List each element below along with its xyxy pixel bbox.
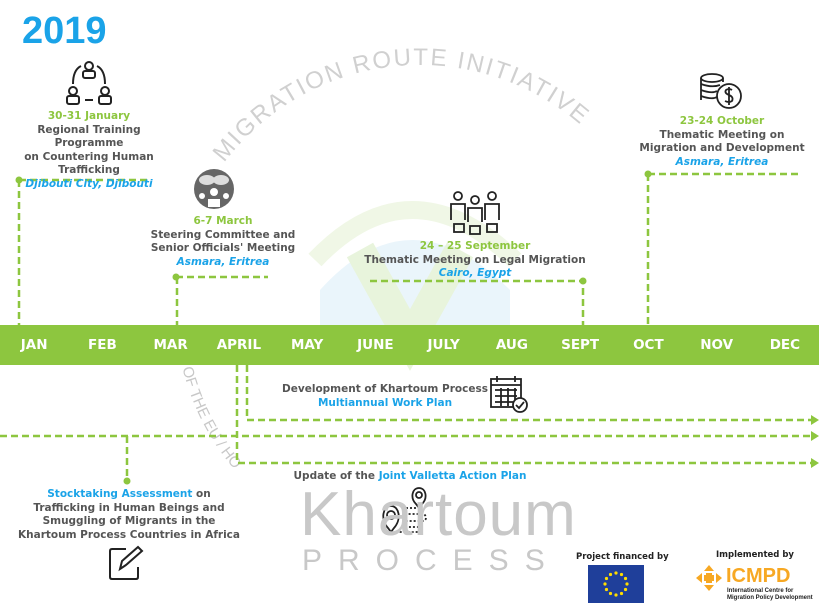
event-september: 24 – 25 September Thematic Meeting on Le…	[360, 240, 590, 281]
month-feb: FEB	[88, 337, 117, 353]
event-date: 23-24 October	[679, 115, 765, 127]
eu-star	[604, 576, 609, 581]
calendar-check-icon	[490, 376, 528, 413]
people-rotation-icon	[66, 61, 112, 105]
event-january: 30-31 January Regional Training Programm…	[2, 110, 176, 191]
month-jun: JUNE	[357, 337, 394, 353]
icmpd-arrows-logo	[696, 565, 722, 591]
route-pins-icon	[382, 487, 427, 534]
event-location: Cairo, Egypt	[438, 267, 512, 279]
icmpd-name: ICMPD	[726, 565, 791, 587]
meeting-discussion-icon	[194, 169, 234, 209]
stocktaking-line: Khartoum Process Countries in Africa	[18, 528, 240, 541]
event-title: Thematic Meeting on	[659, 128, 785, 141]
event-title: on Countering Human	[24, 150, 154, 163]
financed-label: Project financed by	[576, 552, 669, 562]
stocktaking-line: Trafficking in Human Beings and	[33, 501, 225, 514]
month-sep: SEPT	[561, 337, 600, 353]
event-march: 6-7 March Steering Committee and Senior …	[148, 215, 298, 269]
workplan-line1: Development of Khartoum Process	[282, 383, 488, 395]
implemented-label: Implemented by	[716, 550, 794, 560]
eu-star	[608, 572, 613, 577]
event-date: 24 – 25 September	[419, 240, 531, 252]
business-people-icon	[450, 191, 500, 235]
eu-star	[619, 572, 624, 577]
coins-dollar-icon	[700, 73, 742, 109]
stocktaking-on: on	[192, 488, 211, 500]
year-title: 2019	[22, 10, 107, 52]
eu-star	[623, 587, 628, 592]
edit-pencil-icon	[109, 545, 144, 580]
eu-star	[623, 576, 628, 581]
event-location: Asmara, Eritrea	[675, 155, 769, 168]
event-title: Trafficking	[58, 164, 120, 176]
eu-star	[619, 591, 624, 596]
month-aug: AUG	[495, 337, 528, 353]
month-may: MAY	[290, 337, 324, 353]
event-title: Steering Committee and	[150, 228, 296, 241]
eu-star	[614, 571, 618, 575]
eu-flag-logo	[588, 565, 644, 603]
stocktaking-line: Smuggling of Migrants in the	[42, 515, 216, 527]
event-date: 30-31 January	[47, 110, 131, 122]
eu-star	[604, 587, 609, 592]
khartoum-logo-word: Khartoum	[300, 480, 577, 549]
month-apr: APRIL	[216, 337, 262, 353]
khartoum-logo-sub: PROCESS	[302, 544, 561, 577]
event-location: Asmara, Eritrea	[176, 255, 270, 268]
event-title: Senior Officials' Meeting	[150, 242, 296, 254]
event-title: Regional Training Programme	[37, 123, 141, 150]
eu-star	[608, 591, 613, 596]
event-title: Migration and Development	[639, 142, 805, 154]
month-nov: NOV	[700, 337, 734, 353]
event-date: 6-7 March	[193, 215, 253, 227]
month-dec: DEC	[769, 337, 801, 353]
eu-star	[614, 593, 618, 597]
eu-star	[603, 582, 607, 586]
valletta-prefix: Update of the	[293, 470, 379, 482]
event-location: Djibouti City, Djibouti	[25, 177, 153, 190]
event-october: 23-24 October Thematic Meeting on Migrat…	[636, 115, 808, 169]
event-valletta: Update of the Joint Valletta Action Plan	[290, 470, 530, 484]
month-oct: OCT	[633, 337, 664, 353]
event-stocktaking: Stocktaking Assessment on Trafficking in…	[14, 488, 244, 542]
valletta-highlight: Joint Valletta Action Plan	[378, 470, 527, 482]
workplan-line2: Multiannual Work Plan	[317, 396, 453, 409]
month-timeline-bar: JAN FEB MAR APRIL MAY JUNE JULY AUG SEPT…	[0, 325, 819, 365]
event-workplan: Development of Khartoum Process Multiann…	[282, 383, 488, 410]
month-mar: MAR	[153, 337, 188, 353]
eu-star	[625, 582, 629, 586]
month-jan: JAN	[20, 337, 48, 353]
event-title: Thematic Meeting on Legal Migration	[364, 253, 586, 266]
month-jul: JULY	[427, 337, 460, 353]
stocktaking-highlight: Stocktaking Assessment	[47, 488, 193, 500]
